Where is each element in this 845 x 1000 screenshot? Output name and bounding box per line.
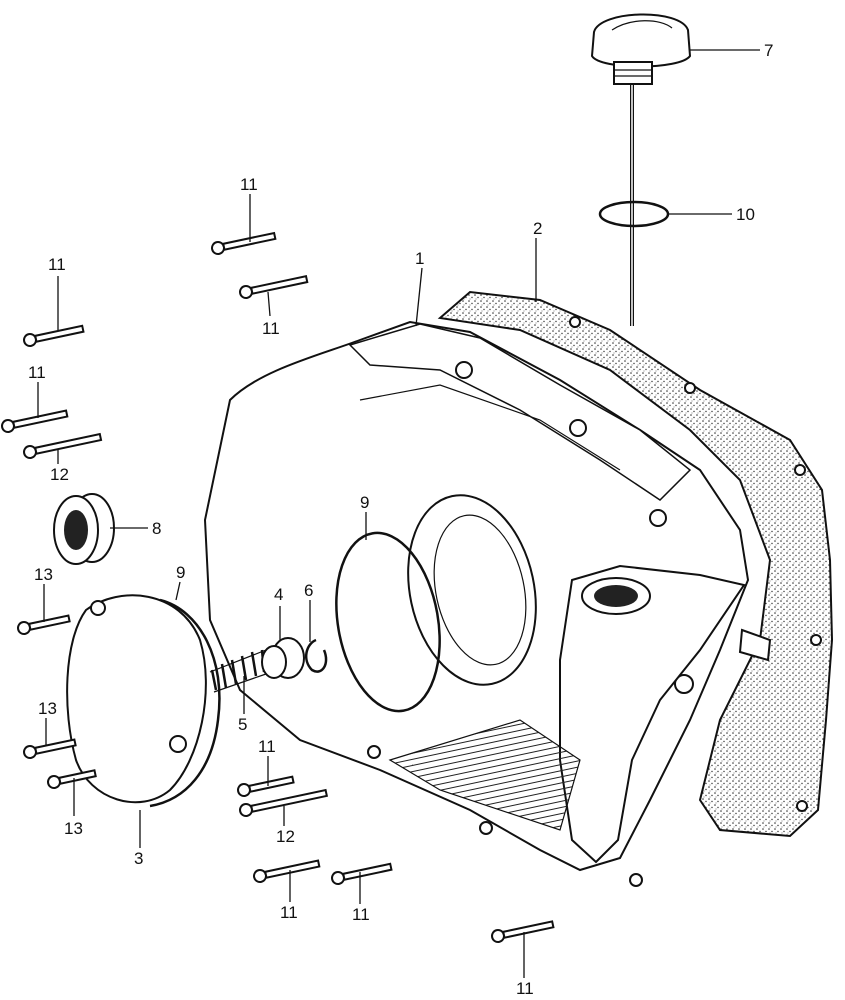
callout-11: 11 [352,905,370,924]
callout-5: 5 [238,715,247,734]
screws [1,231,555,943]
screw [239,274,309,299]
callout-3: 3 [134,849,143,868]
callout-6: 6 [304,581,313,600]
spring [209,649,267,693]
callout-13: 13 [34,565,53,584]
side-cover-cap [66,594,221,808]
screw [211,231,277,255]
callout-10: 10 [736,205,755,224]
screw [237,775,295,797]
screw [17,614,71,635]
callout-4: 4 [274,585,283,604]
screw [23,738,77,759]
callout-11: 11 [516,979,534,998]
oil-seal [53,493,115,565]
callout-2: 2 [533,219,542,238]
callout-9-cover: 9 [176,563,185,582]
screw [1,409,69,433]
screw [47,769,97,789]
callout-11: 11 [240,175,258,194]
gasket [437,290,834,838]
callout-11: 11 [262,319,280,338]
callout-11: 11 [258,737,276,756]
callout-8: 8 [152,519,161,538]
callout-13: 13 [38,699,57,718]
circlip [304,638,328,673]
o-ring-large [335,531,441,713]
screw [23,324,85,347]
leader-lines [37,49,760,978]
callout-1: 1 [415,249,424,268]
callout-12: 12 [276,827,295,846]
callout-11: 11 [48,255,66,274]
callout-11: 11 [280,903,298,922]
callout-labels: 1 2 3 4 5 6 7 8 9 9 10 11 11 11 11 11 11… [28,41,773,998]
callout-11: 11 [28,363,46,382]
callout-7: 7 [764,41,773,60]
screw [331,862,393,885]
screw [253,859,321,883]
callout-12: 12 [50,465,69,484]
screw [491,920,555,943]
callout-9-ring: 9 [360,493,369,512]
callout-13: 13 [64,819,83,838]
screw [23,432,103,459]
oil-filler-cap [590,13,692,326]
collar [261,637,305,679]
screw [239,788,329,817]
